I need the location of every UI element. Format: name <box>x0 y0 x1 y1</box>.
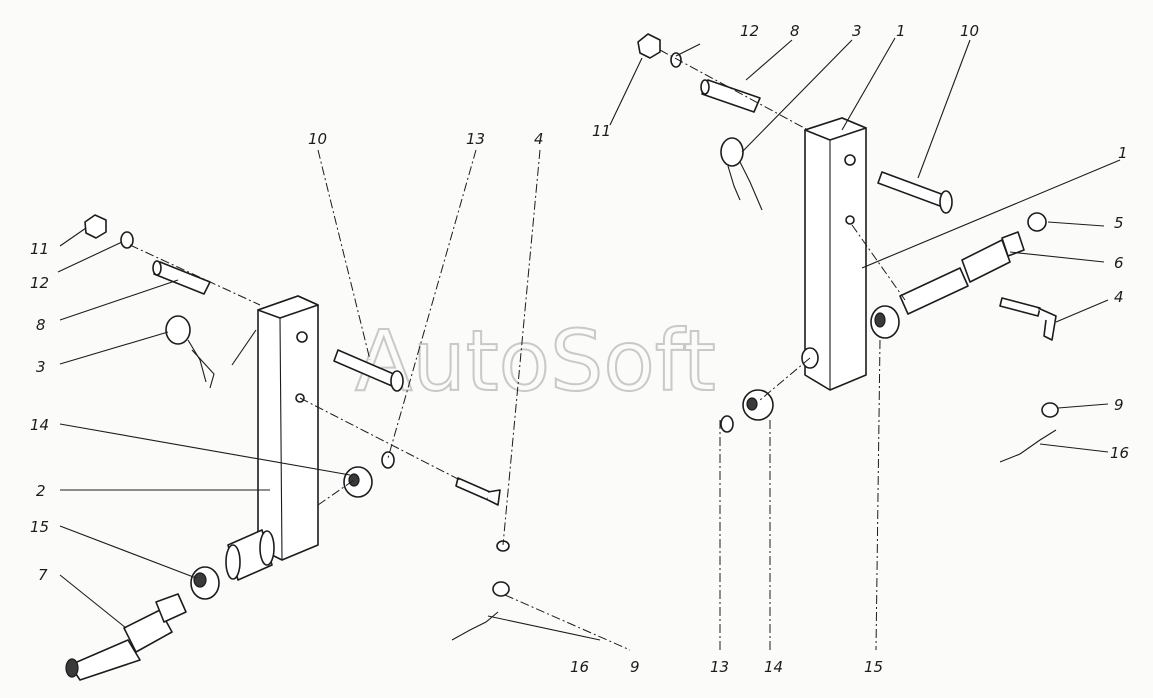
left-washer-13 <box>381 451 395 469</box>
callout-left-14: 14 <box>30 416 49 434</box>
right-washer-13 <box>720 415 734 433</box>
left-pin-4 <box>455 477 510 552</box>
callout-left-9: 9 <box>630 658 640 676</box>
right-bolt-10 <box>877 171 953 214</box>
right-nut-15 <box>870 305 900 339</box>
callout-right-16: 16 <box>1110 444 1129 462</box>
callout-left-3: 3 <box>36 358 46 376</box>
callout-left-10: 10 <box>308 130 327 148</box>
left-washer-12 <box>120 231 134 249</box>
right-chain-16 <box>999 429 1057 463</box>
callout-right-14: 14 <box>764 658 783 676</box>
left-post <box>257 295 319 561</box>
left-bolt-10 <box>333 349 404 392</box>
callout-right-3: 3 <box>852 22 862 40</box>
left-nut-14 <box>343 466 373 498</box>
watermark: AutoSoft <box>355 312 716 410</box>
callout-right-8: 8 <box>790 22 800 40</box>
callout-left-16: 16 <box>570 658 589 676</box>
right-washer-12 <box>670 52 682 68</box>
left-bushing <box>225 529 275 581</box>
callout-left-12: 12 <box>30 274 49 292</box>
left-washer-9 <box>492 581 510 597</box>
right-pin-4 <box>999 297 1057 341</box>
right-spindle-6 <box>899 231 1025 315</box>
callout-right-15: 15 <box>864 658 883 676</box>
right-nut-11 <box>637 33 661 59</box>
callout-left-4: 4 <box>534 130 544 148</box>
callout-right-9: 9 <box>1114 396 1124 414</box>
right-shackle-3 <box>720 137 763 211</box>
left-spindle-7 <box>65 593 187 681</box>
right-nut-5 <box>1027 212 1047 232</box>
left-shackle-3 <box>165 315 215 389</box>
callout-left-2: 2 <box>36 482 46 500</box>
callout-right-13: 13 <box>710 658 729 676</box>
left-pin-8 <box>152 260 211 295</box>
left-nut-11 <box>84 214 107 239</box>
callout-left-13: 13 <box>466 130 485 148</box>
callout-right-4: 4 <box>1114 288 1124 306</box>
callout-left-15: 15 <box>30 518 49 536</box>
callout-right-6: 6 <box>1114 254 1124 272</box>
callout-left-11: 11 <box>30 240 49 258</box>
callout-right-1-top: 1 <box>896 22 906 40</box>
callout-left-8: 8 <box>36 316 46 334</box>
callout-right-1: 1 <box>1118 144 1128 162</box>
right-washer-9 <box>1041 402 1059 418</box>
right-post <box>801 117 867 391</box>
callout-right-12: 12 <box>740 22 759 40</box>
callout-right-10: 10 <box>960 22 979 40</box>
callout-right-11: 11 <box>592 122 611 140</box>
right-nut-14 <box>742 389 774 421</box>
left-nut-15 <box>190 566 220 600</box>
callout-left-7: 7 <box>38 566 48 584</box>
right-pin-8 <box>700 79 761 113</box>
callout-right-5: 5 <box>1114 214 1124 232</box>
